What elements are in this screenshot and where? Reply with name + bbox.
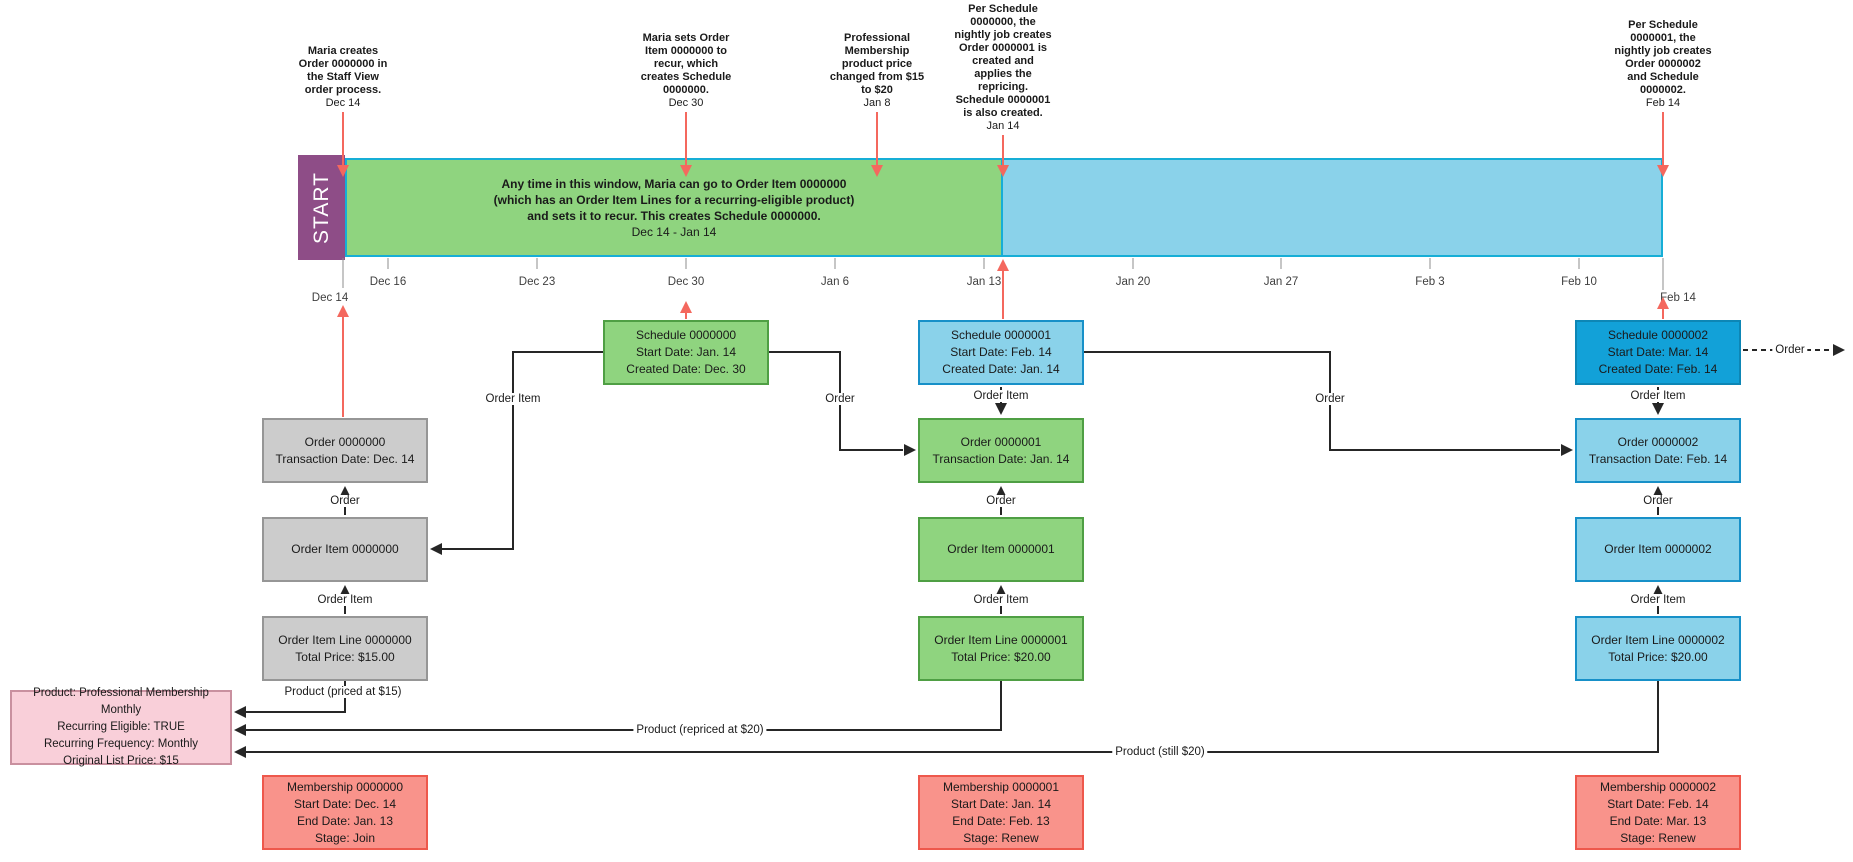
axis-tick-label: Dec 30 (667, 276, 705, 288)
annotation-text: Per Schedule 0000000, the nightly job cr… (954, 3, 1052, 119)
edge-label-product-repriced: Product (repriced at $20) (633, 724, 767, 736)
axis-ticks (342, 258, 1664, 290)
edge-label-order-item: Order Item (1627, 594, 1689, 606)
annotation-date: Jan 8 (863, 97, 891, 109)
edge-label-order-item: Order Item (482, 393, 544, 405)
annotation-date: Dec 14 (325, 97, 361, 109)
edge-label-product-still: Product (still $20) (1112, 746, 1208, 758)
axis-tick-label: Jan 6 (820, 276, 850, 288)
annotation-set-to-recur: Maria sets Order Item 0000000 to recur, … (601, 32, 771, 110)
timeline-window-caption: Any time in this window, Maria can go to… (494, 176, 855, 240)
order-item-line-0000000-box: Order Item Line 0000000 Total Price: $15… (262, 616, 428, 681)
annotation-price-change: Professional Membership product price ch… (792, 32, 962, 110)
timeline-recur-window: Any time in this window, Maria can go to… (345, 158, 1003, 257)
annotation-text: Per Schedule 0000001, the nightly job cr… (1614, 19, 1712, 96)
axis-label-dec-14: Dec 14 (311, 292, 349, 304)
annotation-date: Feb 14 (1645, 97, 1681, 109)
schedule-0000001-box: Schedule 0000001 Start Date: Feb. 14 Cre… (918, 320, 1084, 385)
annotation-text: Professional Membership product price ch… (829, 32, 925, 96)
red-event-arrows (337, 112, 1669, 417)
annotation-text: Maria sets Order Item 0000000 to recur, … (640, 32, 732, 96)
schedule-0000000-box: Schedule 0000000 Start Date: Jan. 14 Cre… (603, 320, 769, 385)
annotation-order-created: Maria creates Order 0000000 in the Staff… (258, 45, 428, 110)
order-item-0000001-box: Order Item 0000001 (918, 517, 1084, 582)
edge-label-order-item: Order Item (1627, 390, 1689, 402)
edge-label-order: Order (983, 495, 1019, 507)
axis-tick-label: Dec 23 (518, 276, 556, 288)
axis-tick-label: Dec 16 (369, 276, 407, 288)
edge-label-product-priced: Product (priced at $15) (281, 686, 405, 698)
edge-label-order: Order (1312, 393, 1348, 405)
annotation-date: Dec 30 (668, 97, 704, 109)
order-item-line-0000002-box: Order Item Line 0000002 Total Price: $20… (1575, 616, 1741, 681)
order-0000001-box: Order 0000001 Transaction Date: Jan. 14 (918, 418, 1084, 483)
edge-label-order-item: Order Item (970, 594, 1032, 606)
timeline-start-box: START (298, 155, 345, 260)
order-0000000-box: Order 0000000 Transaction Date: Dec. 14 (262, 418, 428, 483)
edge-label-order: Order (1640, 495, 1676, 507)
schedule-0000002-box: Schedule 0000002 Start Date: Mar. 14 Cre… (1575, 320, 1741, 385)
axis-label-feb-14: Feb 14 (1660, 292, 1696, 304)
timeline-window-dates: Dec 14 - Jan 14 (631, 224, 717, 239)
timeline-window-text: Any time in this window, Maria can go to… (493, 176, 855, 223)
product-box: Product: Professional Membership Monthly… (10, 687, 232, 767)
membership-0000001-box: Membership 0000001 Start Date: Jan. 14 E… (918, 775, 1084, 850)
edge-label-order-item: Order Item (314, 594, 376, 606)
edge-label-order: Order (327, 495, 363, 507)
axis-tick-label: Jan 20 (1115, 276, 1151, 288)
order-item-0000002-box: Order Item 0000002 (1575, 517, 1741, 582)
edge-label-order: Order (822, 393, 858, 405)
edge-label-order-future: Order (1772, 344, 1808, 356)
membership-0000002-box: Membership 0000002 Start Date: Feb. 14 E… (1575, 775, 1741, 850)
axis-tick-label: Jan 13 (966, 276, 1002, 288)
annotation-date: Jan 14 (986, 120, 1020, 132)
black-connectors (234, 344, 1845, 758)
axis-tick-label: Jan 27 (1263, 276, 1299, 288)
order-0000002-box: Order 0000002 Transaction Date: Feb. 14 (1575, 418, 1741, 483)
annotation-text: Maria creates Order 0000000 in the Staff… (298, 45, 388, 96)
annotation-nightly-job-jan14: Per Schedule 0000000, the nightly job cr… (918, 3, 1088, 133)
timeline-future-bar (1003, 158, 1663, 257)
order-item-line-0000001-box: Order Item Line 0000001 Total Price: $20… (918, 616, 1084, 681)
annotation-nightly-job-feb14: Per Schedule 0000001, the nightly job cr… (1578, 19, 1748, 110)
order-item-0000000-box: Order Item 0000000 (262, 517, 428, 582)
edge-label-order-item: Order Item (970, 390, 1032, 402)
membership-0000000-box: Membership 0000000 Start Date: Dec. 14 E… (262, 775, 428, 850)
axis-tick-label: Feb 10 (1561, 276, 1597, 288)
axis-tick-label: Feb 3 (1415, 276, 1445, 288)
